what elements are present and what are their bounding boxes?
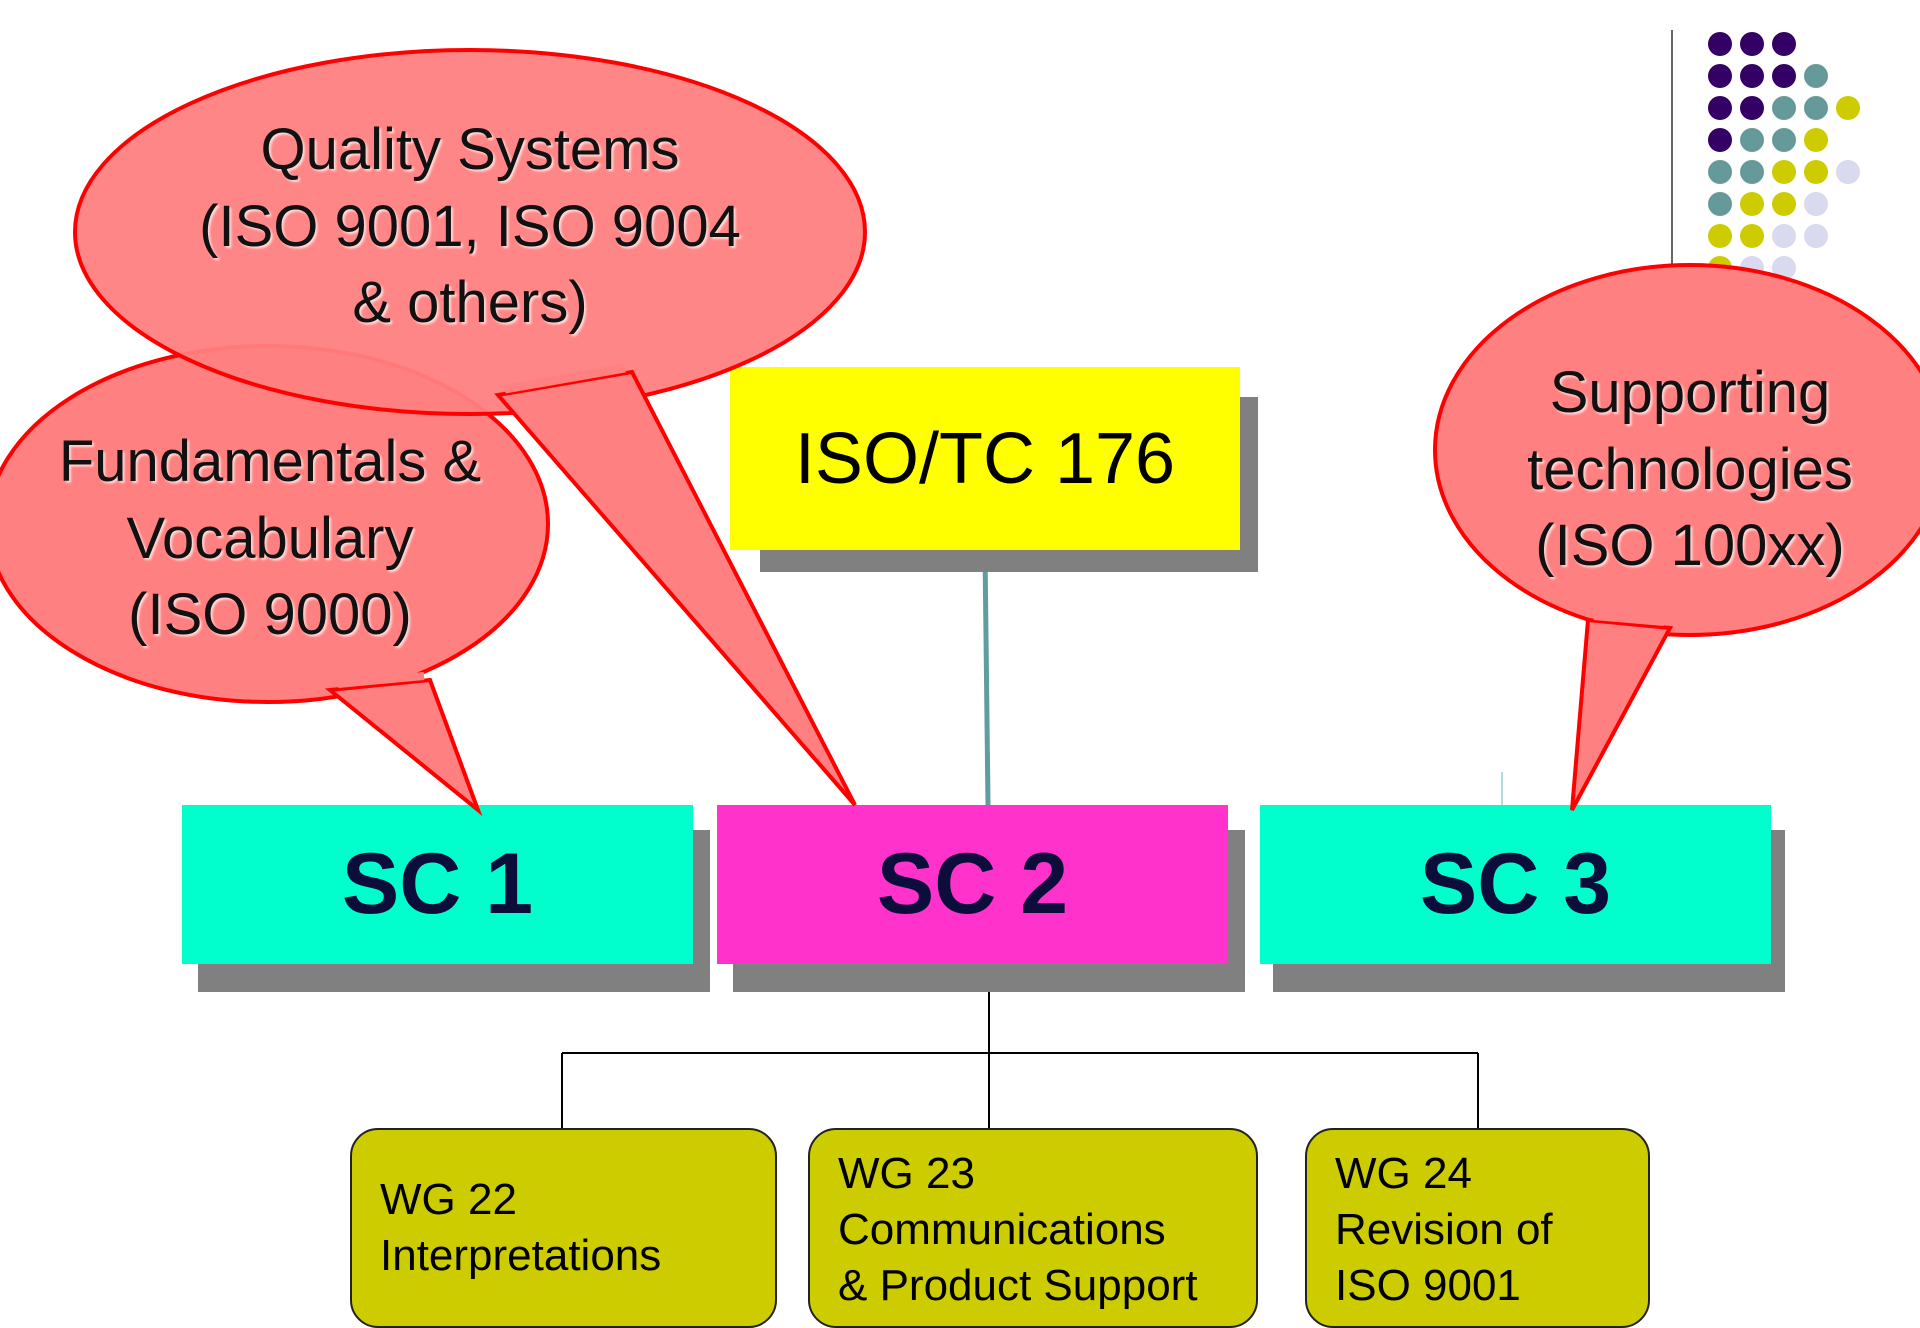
decorative-dot xyxy=(1836,160,1860,184)
decorative-dot xyxy=(1772,96,1796,120)
wg23-line-2: Communications xyxy=(838,1204,1166,1254)
decorative-dot xyxy=(1740,224,1764,248)
fundamentals-callout-shape xyxy=(0,344,550,817)
decorative-dot xyxy=(1772,224,1796,248)
decorative-dot xyxy=(1772,192,1796,216)
decorative-dot xyxy=(1708,64,1732,88)
wg24-line-1: WG 24 xyxy=(1335,1149,1472,1198)
supporting-callout-shape xyxy=(1433,263,1920,811)
working-group-wg24: WG 24 Revision of ISO 9001 xyxy=(1305,1128,1650,1328)
decorative-dot xyxy=(1708,32,1732,56)
working-group-wg23: WG 23 Communications & Product Support xyxy=(808,1128,1258,1328)
wg24-line-3: ISO 9001 xyxy=(1335,1260,1521,1310)
fundamentals-line-2: Vocabulary xyxy=(126,505,414,571)
sc3-label: SC 3 xyxy=(1419,836,1612,932)
supporting-line-2: technologies xyxy=(1527,436,1853,502)
decorative-dot xyxy=(1804,192,1828,216)
decorative-dot xyxy=(1804,160,1828,184)
sc2-label: SC 2 xyxy=(876,836,1069,932)
quality-systems-line-2: (ISO 9001, ISO 9004 xyxy=(199,193,741,259)
decorative-dot xyxy=(1804,224,1828,248)
supporting-callout: Supporting technologies (ISO 100xx) xyxy=(1475,355,1905,585)
decorative-dot xyxy=(1772,32,1796,56)
decorative-dot xyxy=(1740,32,1764,56)
decorative-dot xyxy=(1804,128,1828,152)
subcommittee-sc2: SC 2 xyxy=(717,805,1228,964)
tc-connector xyxy=(982,551,991,806)
wg23-line-3: & Product Support xyxy=(838,1260,1198,1310)
decorative-dot xyxy=(1708,96,1732,120)
wg22-line-1: WG 22 xyxy=(380,1175,517,1224)
decorative-dot xyxy=(1772,160,1796,184)
decorative-dot xyxy=(1740,160,1764,184)
fundamentals-line-3: (ISO 9000) xyxy=(128,582,412,648)
root-committee-label: ISO/TC 176 xyxy=(794,418,1176,499)
quality-systems-line-1: Quality Systems xyxy=(260,117,680,182)
wg24-line-2: Revision of xyxy=(1335,1204,1553,1254)
decorative-dot xyxy=(1740,64,1764,88)
quality-systems-line-3: & others) xyxy=(352,270,588,336)
quality-systems-callout: Quality Systems (ISO 9001, ISO 9004 & ot… xyxy=(130,112,810,342)
root-committee-box: ISO/TC 176 xyxy=(730,367,1240,550)
decorative-dot xyxy=(1836,96,1860,120)
decorative-dot xyxy=(1708,192,1732,216)
decorative-dot xyxy=(1708,160,1732,184)
working-group-wg22: WG 22 Interpretations xyxy=(350,1128,777,1328)
decorative-dot xyxy=(1740,96,1764,120)
sc1-label: SC 1 xyxy=(341,836,534,932)
decorative-dot xyxy=(1740,192,1764,216)
fundamentals-callout: Fundamentals & Vocabulary (ISO 9000) xyxy=(10,424,530,654)
decorative-dot xyxy=(1740,128,1764,152)
quality-systems-callout-shape xyxy=(73,48,867,807)
decorative-dot xyxy=(1804,96,1828,120)
subcommittee-sc3: SC 3 xyxy=(1260,805,1771,964)
subcommittee-sc1: SC 1 xyxy=(182,805,693,964)
decorative-dot xyxy=(1804,64,1828,88)
supporting-line-3: (ISO 100xx) xyxy=(1535,513,1845,579)
decorative-dot xyxy=(1708,224,1732,248)
decorative-dot xyxy=(1772,128,1796,152)
decorative-dot xyxy=(1708,128,1732,152)
wg23-line-1: WG 23 xyxy=(838,1149,975,1198)
decorative-dot xyxy=(1772,64,1796,88)
wg22-line-2: Interpretations xyxy=(380,1230,662,1280)
supporting-line-1: Supporting xyxy=(1549,360,1831,425)
fundamentals-line-1: Fundamentals & xyxy=(58,429,482,494)
